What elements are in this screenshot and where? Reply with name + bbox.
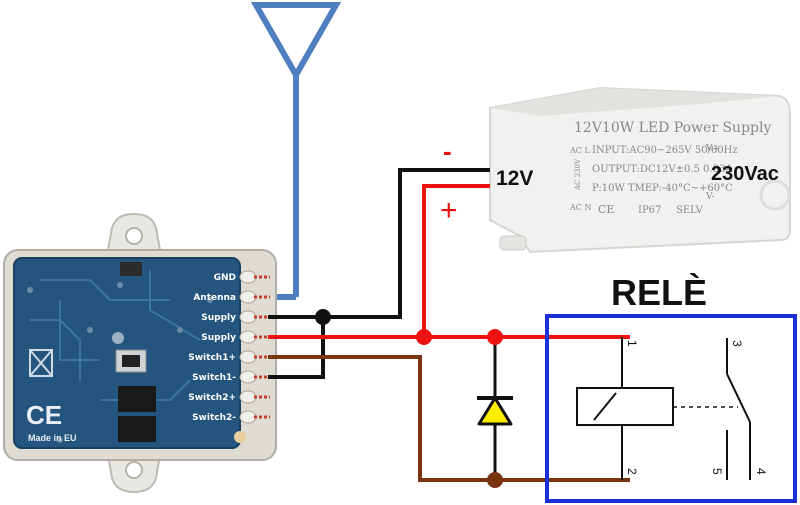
negative-wire [268, 168, 490, 319]
psu-ac-l: AC L [569, 146, 590, 155]
psu-input-line: INPUT:AC90~265V 50/60Hz [592, 145, 738, 156]
pin-pad [239, 350, 257, 364]
pin-label: Switch1+ [188, 353, 236, 363]
psu-output-line: OUTPUT:DC12V±0.5 0.83A [592, 164, 733, 175]
psu-ac-n: AC N [569, 203, 591, 212]
pin-label: Supply [201, 313, 236, 323]
pin-pads [239, 270, 270, 424]
receiver-module: CE Made in EU GNDAntennaSupplySupplySwit… [3, 212, 277, 494]
pin-pad [239, 310, 257, 324]
pin-pad [239, 370, 257, 384]
relay-pin-5: 5 [710, 468, 724, 475]
flyback-diode [477, 396, 513, 426]
pin-pad [239, 410, 257, 424]
pin-pad [239, 330, 257, 344]
label-230vac: 230Vac [711, 163, 779, 185]
pin-labels: GNDAntennaSupplySupplySwitch1+Switch1-Sw… [188, 273, 236, 423]
pin-label: Switch1- [192, 373, 236, 383]
relay-pin-2: 2 [625, 468, 639, 475]
minus-mark: - [443, 136, 452, 166]
psu-selv: SELV [676, 205, 704, 216]
psu-title: 12V10W LED Power Supply [574, 120, 771, 136]
pin-label: GND [214, 273, 236, 283]
psu-ce: CE [598, 203, 614, 216]
psu-ac-vertical: AC 230V [574, 158, 582, 191]
ce-mark: CE [26, 400, 62, 430]
junction-dot-positive-1 [416, 329, 432, 345]
made-in-label: Made in EU [28, 433, 77, 443]
relay-pin-3: 3 [730, 340, 744, 347]
relay-pin-1: 1 [625, 340, 639, 347]
pin-pad [239, 270, 257, 284]
coil-return-wire [268, 355, 630, 482]
pin-label: Antenna [193, 293, 236, 303]
junction-dot-positive-2 [487, 329, 503, 345]
relay-title: RELÈ [611, 272, 707, 313]
pin-label: Supply [201, 333, 236, 343]
pin-label: Switch2+ [188, 393, 236, 403]
pin-label: Switch2- [192, 413, 236, 423]
psu-ip: IP67 [638, 205, 661, 216]
junction-dot-negative [315, 309, 331, 325]
label-12v: 12V [496, 167, 533, 190]
relay-block: RELÈ 1 2 3 4 5 [545, 272, 797, 503]
plus-mark: + [440, 194, 458, 227]
psu-power-line: P:10W TMEP:-40°C~+60°C [592, 183, 733, 194]
psu-v-minus: V- [705, 192, 715, 202]
relay-pin-4: 4 [754, 468, 768, 475]
pin-pad [239, 290, 257, 304]
positive-wire [268, 184, 490, 339]
psu-v-plus: V+ [705, 144, 720, 154]
led-power-supply: 12V10W LED Power Supply AC L INPUT:AC90~… [489, 86, 791, 254]
pin-pad [239, 390, 257, 404]
junction-dot-return [487, 472, 503, 488]
